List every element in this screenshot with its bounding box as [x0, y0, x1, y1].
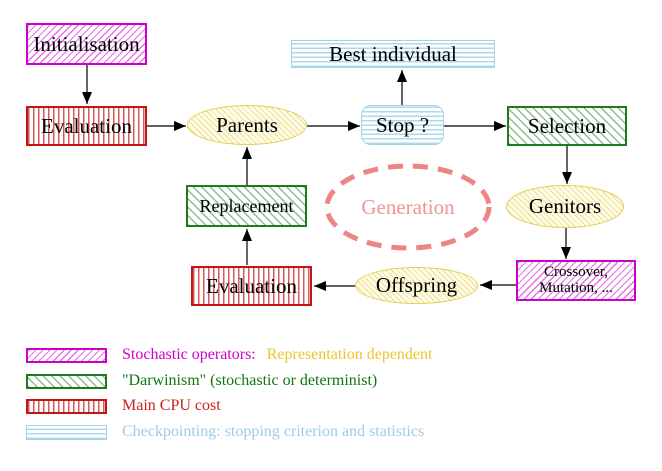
legend-label-stochastic-operators: Stochastic operators: — [122, 346, 256, 363]
node-replacement: Replacement — [186, 185, 307, 227]
node-offspring: Offspring — [355, 267, 478, 304]
node-selection: Selection — [507, 106, 627, 146]
node-evaluation-top-label: Evaluation — [41, 113, 132, 138]
node-initialisation: Initialisation — [26, 23, 147, 65]
legend-row-checkpointing: Checkpointing: stopping criterion and st… — [26, 421, 424, 443]
generation-loop-label: Generation — [361, 194, 455, 219]
node-stop-label: Stop ? — [375, 112, 430, 137]
legend-row-main-cpu-cost: Main CPU cost — [26, 395, 221, 417]
node-offspring-label: Offspring — [375, 273, 458, 298]
node-parents-label: Parents — [216, 112, 278, 137]
legend-swatch-cyan-horizontal-lines — [26, 424, 107, 440]
node-genitors-label: Genitors — [528, 194, 602, 219]
node-evaluation-top: Evaluation — [26, 106, 147, 146]
legend-label-checkpointing: Checkpointing: stopping criterion and st… — [122, 423, 425, 440]
node-evaluation-bottom: Evaluation — [191, 266, 312, 306]
node-stop: Stop ? — [361, 105, 444, 145]
legend-label-darwinism: "Darwinism" (stochastic or determinist) — [122, 372, 378, 389]
node-crossover-mutation: Crossover, Mutation, ... — [516, 260, 636, 301]
legend-swatch-magenta-diagonal-hatch — [26, 347, 107, 363]
node-crossover-line1: Crossover, — [544, 263, 608, 280]
node-selection-label: Selection — [527, 113, 607, 138]
node-initialisation-label: Initialisation — [33, 31, 140, 56]
legend-label-representation-dependent: Representation dependent — [266, 346, 433, 363]
legend-swatch-red-vertical-lines — [26, 398, 107, 414]
node-best-individual-label: Best individual — [329, 41, 457, 66]
legend-row-darwinism: "Darwinism" (stochastic or determinist) — [26, 370, 377, 392]
node-crossover-mutation-text: Crossover, Mutation, ... — [539, 263, 613, 297]
legend-label-main-cpu-cost: Main CPU cost — [122, 397, 221, 414]
node-parents: Parents — [187, 105, 307, 145]
node-evaluation-bottom-label: Evaluation — [206, 273, 297, 298]
legend-row-stochastic-operators: Stochastic operators: Representation dep… — [26, 344, 432, 366]
node-replacement-label: Replacement — [199, 195, 294, 216]
node-genitors: Genitors — [506, 185, 624, 228]
node-best-individual: Best individual — [291, 40, 495, 68]
node-crossover-line2: Mutation, ... — [539, 279, 613, 296]
legend-swatch-green-diagonal-hatch — [26, 373, 107, 389]
